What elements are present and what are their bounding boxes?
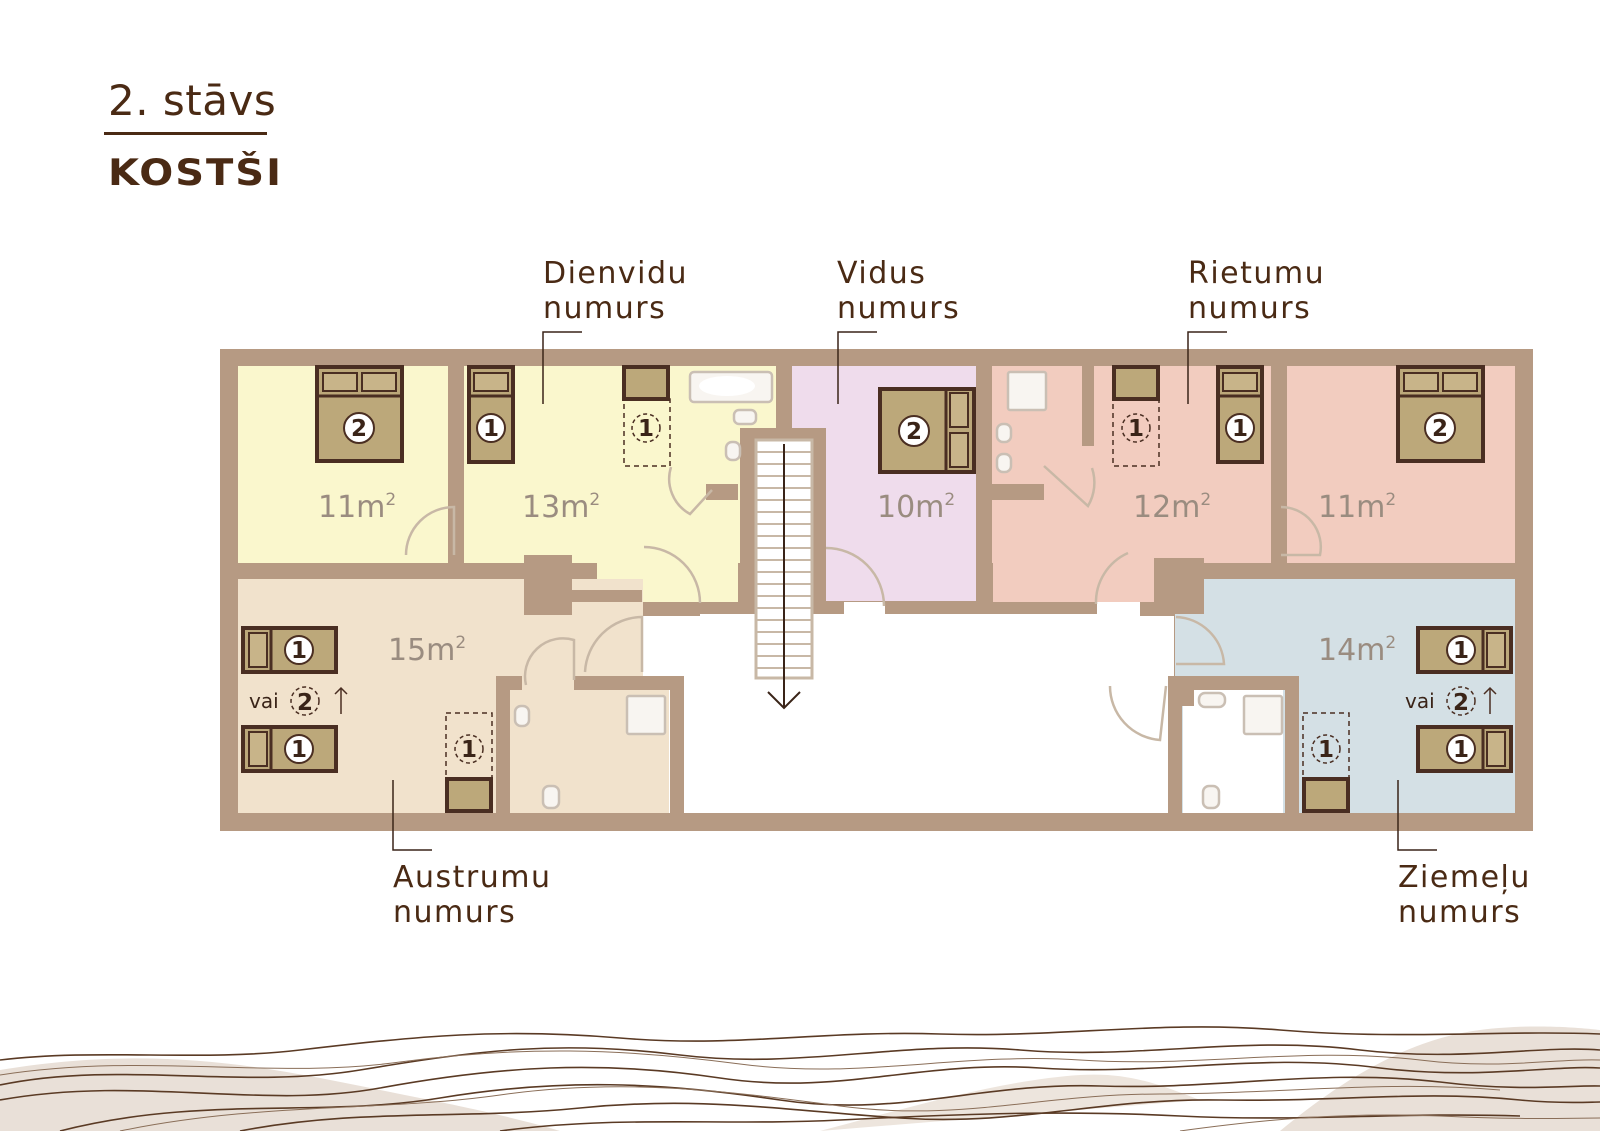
svg-text:14m2: 14m2 bbox=[1318, 633, 1396, 668]
area-labels: 11m2 13m2 10m2 12m2 11m2 15m2 14m2 bbox=[318, 490, 1396, 668]
arrow-up-icon bbox=[1483, 686, 1497, 714]
room-labels: Dienvidu numurs Vidus numurs Rietumu num… bbox=[393, 256, 1531, 930]
fixtures bbox=[513, 370, 1284, 810]
room-label-east: Austrumu bbox=[393, 860, 552, 895]
svg-text:numurs: numurs bbox=[1188, 291, 1311, 326]
alt-double-north: vai 2 bbox=[1405, 686, 1497, 716]
brand-logo: KOSTŠI bbox=[108, 151, 283, 195]
callout-lines bbox=[392, 331, 1437, 851]
room-label-south: Dienvidu bbox=[543, 256, 688, 291]
bed-count: 2 bbox=[1432, 416, 1448, 442]
bed-count: 1 bbox=[1453, 737, 1469, 763]
single-bed-north-bottom: 1 bbox=[1416, 725, 1513, 773]
svg-text:numurs: numurs bbox=[393, 895, 516, 930]
bed-count: 1 bbox=[1318, 737, 1334, 763]
svg-text:2: 2 bbox=[297, 690, 313, 716]
optional-bed-north: 1 bbox=[1302, 712, 1350, 813]
svg-text:15m2: 15m2 bbox=[388, 633, 466, 668]
alt-double-east: vai 2 bbox=[249, 686, 348, 716]
bed-count: 1 bbox=[291, 737, 307, 763]
bed-count: 1 bbox=[1128, 416, 1144, 442]
svg-text:10m2: 10m2 bbox=[877, 490, 955, 525]
svg-text:vai: vai bbox=[249, 689, 279, 713]
single-bed-east-bottom: 1 bbox=[241, 725, 338, 773]
svg-text:numurs: numurs bbox=[1398, 895, 1521, 930]
bed-count: 1 bbox=[483, 416, 499, 442]
room-label-middle: Vidus bbox=[837, 256, 926, 291]
double-bed-middle: 2 bbox=[878, 387, 976, 474]
title-underline bbox=[104, 132, 267, 135]
single-bed-north-top: 1 bbox=[1416, 626, 1513, 674]
corridor bbox=[643, 616, 1174, 813]
room-label-west: Rietumu bbox=[1188, 256, 1325, 291]
room-label-north: Ziemeļu bbox=[1398, 860, 1531, 895]
single-bed-south: 1 bbox=[467, 365, 515, 464]
decorative-waves bbox=[0, 1026, 1600, 1131]
bed-count: 1 bbox=[291, 638, 307, 664]
svg-text:11m2: 11m2 bbox=[318, 490, 396, 525]
optional-bed-south: 1 bbox=[622, 365, 671, 467]
bed-count: 1 bbox=[1453, 638, 1469, 664]
bed-count: 1 bbox=[638, 416, 654, 442]
floor-title: 2. stāvs bbox=[108, 76, 277, 125]
room-west-hall bbox=[993, 562, 1159, 602]
optional-bed-east: 1 bbox=[445, 712, 493, 813]
bed-count: 1 bbox=[1232, 416, 1248, 442]
arrow-up-icon bbox=[334, 686, 348, 714]
optional-bed-west: 1 bbox=[1112, 365, 1160, 467]
single-bed-east-top: 1 bbox=[241, 626, 338, 674]
svg-text:numurs: numurs bbox=[837, 291, 960, 326]
svg-text:2: 2 bbox=[1453, 690, 1469, 716]
double-bed-south: 2 bbox=[315, 365, 404, 463]
svg-text:12m2: 12m2 bbox=[1133, 490, 1211, 525]
svg-text:13m2: 13m2 bbox=[522, 490, 600, 525]
bed-count: 2 bbox=[351, 416, 367, 442]
stair-arrow-icon bbox=[767, 444, 801, 710]
double-bed-west: 2 bbox=[1396, 365, 1485, 463]
single-bed-west: 1 bbox=[1216, 365, 1264, 464]
bed-count: 2 bbox=[906, 419, 922, 445]
door-swings bbox=[404, 465, 1323, 742]
svg-text:numurs: numurs bbox=[543, 291, 666, 326]
svg-text:vai: vai bbox=[1405, 689, 1435, 713]
svg-text:11m2: 11m2 bbox=[1318, 490, 1396, 525]
bed-count: 1 bbox=[461, 737, 477, 763]
